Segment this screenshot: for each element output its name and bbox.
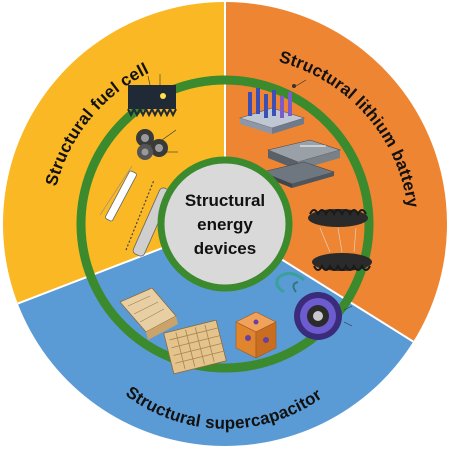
center-label-line-1: Structural: [185, 191, 265, 210]
membrane-electrode-illustration: [127, 74, 177, 118]
green-ring: [76, 75, 374, 373]
carbon-fiber-electrode-illustration: [308, 209, 372, 271]
battery-stack-illustration: [261, 139, 342, 188]
center-label-line-3: devices: [194, 239, 256, 258]
center-label-line-2: energy: [197, 215, 253, 234]
coaxial-fiber-illustration: [275, 272, 353, 340]
porous-cube-illustration: [235, 311, 277, 359]
catalyst-particles-illustration: [136, 129, 178, 160]
lithium-battery-illustrations: [238, 79, 372, 271]
layered-electrode-sheet-illustration: [119, 287, 178, 340]
center-disk: [157, 156, 293, 292]
battery-3d-electrode-illustration: [238, 79, 307, 134]
woven-fiber-fabric-illustration: [163, 319, 227, 375]
supercapacitor-illustrations: [119, 272, 353, 375]
